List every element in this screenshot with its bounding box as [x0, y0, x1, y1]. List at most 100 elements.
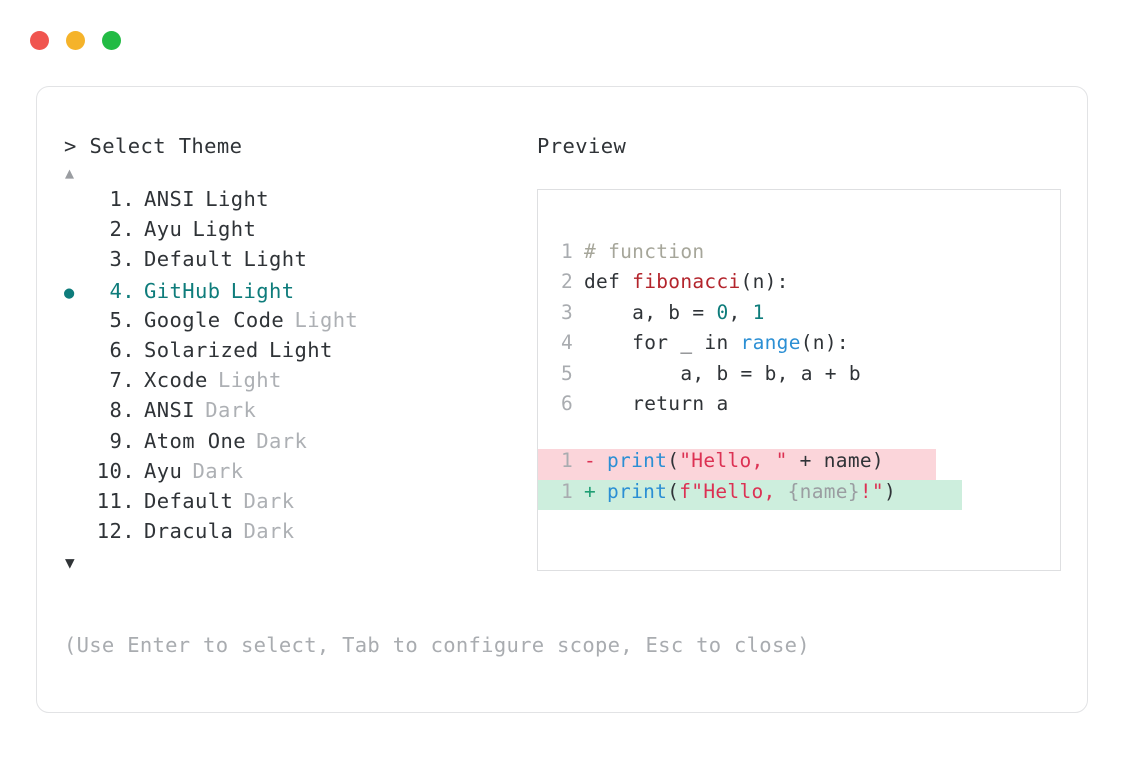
code-token: f"Hello, [679, 479, 788, 503]
code-text: print(f"Hello, {name}!") [597, 480, 896, 503]
theme-item-name: Solarized [144, 337, 259, 362]
theme-item-name: ANSI [144, 187, 195, 211]
code-text: print("Hello, " + name) [597, 449, 884, 472]
diff-sign: + [584, 479, 597, 503]
scroll-down-icon[interactable]: ▼ [65, 553, 75, 573]
code-text: for _ in range(n): [573, 331, 849, 354]
code-token: "Hello, " [679, 449, 788, 473]
theme-item-name: GitHub [144, 278, 221, 303]
theme-list-item[interactable]: 6. Solarized Light [64, 338, 534, 368]
theme-item-name: Dracula [144, 519, 234, 544]
code-token: , [728, 300, 753, 324]
theme-item-number: 8. [109, 398, 135, 423]
code-token: a, b = b, a + b [584, 361, 861, 385]
theme-item-number: 11. [96, 488, 135, 513]
theme-item-name: Ayu [144, 458, 183, 483]
theme-list-item[interactable]: 3. Default Light [64, 247, 534, 277]
code-token: 0 [716, 300, 729, 324]
code-text: def fibonacci(n): [573, 270, 789, 293]
line-number: 3 [560, 300, 573, 324]
code-line: 4 for _ in range(n): [559, 331, 849, 361]
diff-line-del: 1-print("Hello, " + name) [538, 449, 936, 480]
theme-item-variant: Dark [243, 488, 295, 513]
code-token: ( [667, 449, 680, 473]
theme-item-number: 9. [109, 428, 135, 453]
code-line: 3 a, b = 0, 1 [559, 301, 765, 331]
theme-list-item[interactable]: 9. Atom One Dark [64, 429, 534, 459]
theme-item-number: 12. [96, 519, 135, 544]
theme-item-variant: Dark [256, 428, 308, 453]
prompt-row: > Select Theme [64, 133, 534, 159]
code-text: return a [573, 392, 728, 415]
theme-item-number: 5. [109, 307, 135, 332]
scroll-up-icon[interactable]: ▲ [65, 164, 75, 182]
theme-item-variant: Light [268, 337, 333, 362]
theme-item-variant: Dark [243, 519, 295, 544]
code-line: 6 return a [559, 392, 728, 422]
maximize-window-button[interactable] [102, 31, 121, 50]
minimize-window-button[interactable] [66, 31, 85, 50]
theme-item-variant: Light [294, 307, 359, 332]
theme-item-name: Atom One [144, 428, 246, 453]
theme-item-name: Google Code [144, 307, 285, 332]
diff-highlight-band [538, 449, 936, 480]
line-number: 2 [560, 270, 573, 294]
code-text: a, b = b, a + b [573, 362, 861, 385]
code-token: return a [584, 391, 729, 415]
code-token: range [740, 331, 801, 355]
theme-item-variant: Light [192, 217, 257, 242]
theme-item-variant: Light [205, 187, 269, 211]
theme-list-item[interactable]: 8. ANSI Dark [64, 398, 534, 428]
theme-item-variant: Dark [192, 458, 244, 483]
theme-item-variant: Dark [205, 398, 257, 423]
line-number: 6 [560, 391, 573, 415]
keyboard-hint-text: (Use Enter to select, Tab to configure s… [64, 633, 810, 657]
line-number: 1 [560, 240, 573, 263]
code-token: def [584, 270, 633, 294]
code-text: # function [573, 240, 704, 263]
theme-item-variant: Light [243, 247, 308, 272]
theme-list-item[interactable]: 5. Google Code Light [64, 308, 534, 338]
close-window-button[interactable] [30, 31, 49, 50]
code-text: a, b = 0, 1 [573, 301, 765, 324]
theme-item-number: 7. [109, 368, 135, 393]
window-traffic-lights [30, 31, 121, 50]
theme-list-item[interactable]: 10. Ayu Dark [64, 459, 534, 489]
diff-highlight-band [538, 479, 962, 511]
theme-item-variant: Light [230, 278, 295, 303]
line-number: 1 [560, 449, 573, 473]
code-token: 1 [752, 300, 765, 324]
prompt-label: Select Theme [89, 134, 243, 158]
code-token: a, b = [584, 300, 717, 324]
diff-line-add: 1 +print(f"Hello, {name}!") [538, 479, 962, 511]
theme-item-number: 10. [96, 458, 135, 483]
code-token: for _ in [584, 331, 741, 355]
line-number: 4 [560, 331, 573, 355]
code-token: # function [584, 240, 705, 263]
theme-item-number: 4. [109, 278, 135, 303]
theme-list-item[interactable]: 11. Default Dark [64, 489, 534, 519]
line-number: 5 [560, 361, 573, 385]
theme-item-name: Default [144, 488, 234, 513]
code-line: 5 a, b = b, a + b [559, 362, 861, 392]
code-token: + name) [787, 449, 884, 473]
theme-item-number: 6. [109, 337, 135, 362]
code-token: (n): [800, 331, 849, 355]
theme-item-name: ANSI [144, 398, 195, 423]
code-token: print [607, 449, 668, 473]
theme-item-number: 3. [109, 247, 135, 272]
theme-list-item[interactable]: 12. Dracula Dark [64, 519, 534, 549]
code-token: ( [667, 479, 680, 503]
theme-item-name: Default [144, 247, 234, 272]
line-number: 1 [560, 479, 573, 503]
